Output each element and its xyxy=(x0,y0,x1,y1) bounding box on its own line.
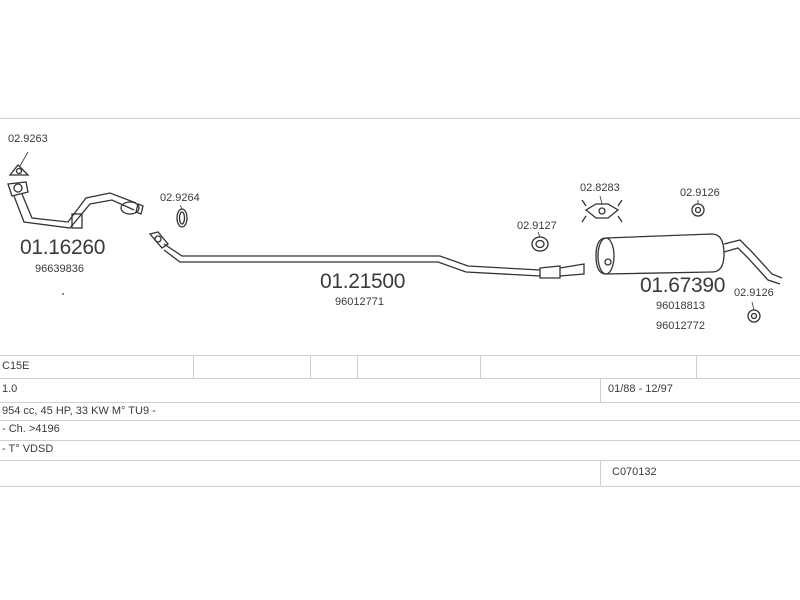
oe-96018813: 96018813 xyxy=(656,300,705,312)
spec-cell: 954 cc, 45 HP, 33 KW M° TU9 - xyxy=(2,405,156,417)
kit-code-cell: C070132 xyxy=(612,466,657,478)
oe-96012771: 96012771 xyxy=(335,296,384,308)
oe-96639836: 96639836 xyxy=(35,263,84,275)
middle-pipe-drawing xyxy=(148,231,585,279)
date-range-cell: 01/88 - 12/97 xyxy=(608,383,673,395)
rubber-02-9126-lower-drawing xyxy=(747,309,761,323)
ring-02-9127-drawing xyxy=(531,236,549,252)
exhaust-system-diagram xyxy=(7,151,783,323)
engine-cell: 1.0 xyxy=(2,383,18,395)
ring-02-9264-drawing xyxy=(176,208,188,228)
gasket-02-9263-drawing xyxy=(8,164,30,176)
front-pipe-drawing xyxy=(7,181,144,229)
label-02-9126-lower: 02.9126 xyxy=(734,287,774,299)
part-code-01-16260: 01.16260 xyxy=(20,236,106,259)
rubber-02-9126-upper-drawing xyxy=(691,203,705,217)
part-code-01-21500: 01.21500 xyxy=(320,270,406,293)
rear-silencer-drawing xyxy=(595,233,783,285)
marker-dot xyxy=(62,293,64,295)
label-02-9126-upper: 02.9126 xyxy=(680,187,720,199)
chassis-cell: - Ch. >4196 xyxy=(2,423,60,435)
part-code-01-67390: 01.67390 xyxy=(640,274,726,297)
label-02-8283: 02.8283 xyxy=(580,182,620,194)
oe-96012772: 96012772 xyxy=(656,320,705,332)
label-02-9263: 02.9263 xyxy=(8,133,48,145)
clamp-02-8283-drawing xyxy=(581,199,623,223)
label-02-9264: 02.9264 xyxy=(160,192,200,204)
label-02-9127: 02.9127 xyxy=(517,220,557,232)
model-cell: C15E xyxy=(2,360,30,372)
variant-cell: - T° VDSD xyxy=(2,443,54,455)
top-divider xyxy=(0,118,800,119)
